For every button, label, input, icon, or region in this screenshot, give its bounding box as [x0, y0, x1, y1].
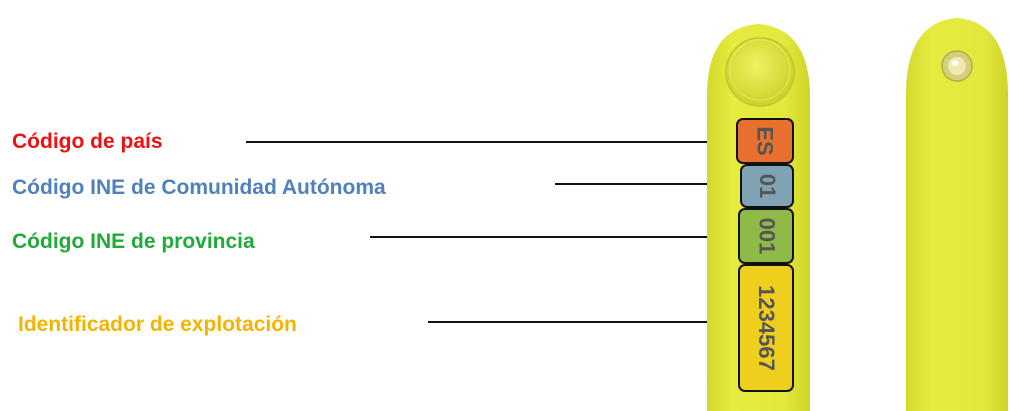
tag-segment-country: ES	[736, 118, 794, 164]
tag-code-country: ES	[752, 126, 778, 156]
tag-code-farm: 1234567	[754, 285, 779, 371]
ear-tag-back	[906, 18, 1008, 411]
label-farm-identifier: Identificador de explotación	[18, 313, 297, 336]
tag-segment-farm: 1234567	[738, 264, 794, 392]
tag-segment-community: 01	[740, 164, 794, 208]
label-country-code: Código de país	[12, 130, 163, 153]
tag-segment-province: 001	[738, 208, 794, 264]
leader-line-community	[555, 183, 720, 185]
tag-code-community: 01	[754, 173, 780, 199]
leader-line-province	[370, 236, 718, 238]
tag-code-province: 001	[754, 217, 779, 255]
label-community-code: Código INE de Comunidad Autónoma	[12, 176, 386, 199]
label-province-code: Código INE de provincia	[12, 230, 255, 253]
leader-line-country	[246, 141, 716, 143]
leader-line-farm	[428, 321, 726, 323]
